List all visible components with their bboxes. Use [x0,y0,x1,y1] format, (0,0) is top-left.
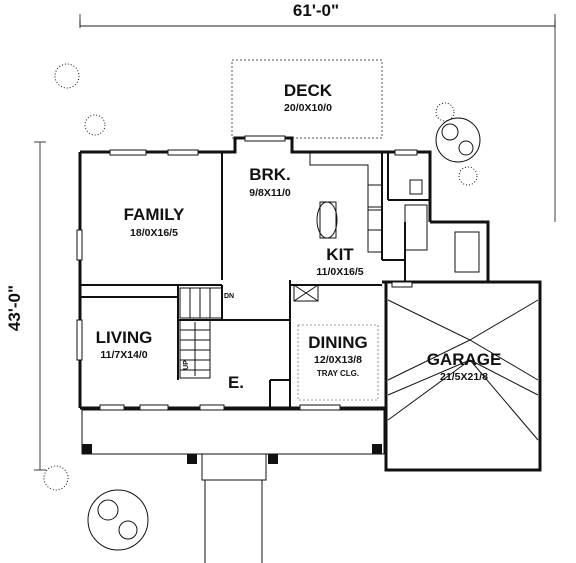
family-size: 18/0X16/5 [130,227,178,239]
stairs [179,287,223,379]
porch-columns [82,444,382,464]
kitchen-counters [309,152,480,273]
brk-size: 9/8X11/0 [249,187,291,199]
deck-outline [231,59,383,139]
kit-size: 11/0X16/5 [316,266,363,278]
shrub-icon-top-left [43,63,106,491]
stairs-down-label: DN [224,293,234,300]
tray-ceiling-outline [297,324,379,401]
exterior-walls [78,136,542,472]
tree-icon-bottom [87,489,149,551]
depth-dimension: 43'-0" [5,285,24,331]
dining-size: 12/0X13/8 [314,354,362,366]
dining-note: TRAY CLG. [317,369,359,378]
garage-size: 21/5X21/8 [440,371,488,383]
living-size: 11/7X14/0 [100,349,147,361]
closet-box [293,284,319,302]
stairs-up-label: UP [183,360,190,370]
tree-icon-right [435,102,481,186]
lot-lines [34,14,556,471]
porch [81,409,385,481]
deck-name: DECK [284,81,333,100]
windows [76,135,418,411]
garage-doors [387,299,539,441]
family-name: FAMILY [124,205,185,224]
walkway [204,480,263,563]
dining-name: DINING [308,333,368,352]
living-name: LIVING [96,328,153,347]
garage-name: GARAGE [427,350,502,369]
width-dimension: 61'-0" [293,1,339,20]
kit-name: KIT [326,245,354,264]
brk-name: BRK. [249,165,291,184]
deck-size: 20/0X10/0 [284,102,332,114]
entry-name: E. [228,373,244,392]
